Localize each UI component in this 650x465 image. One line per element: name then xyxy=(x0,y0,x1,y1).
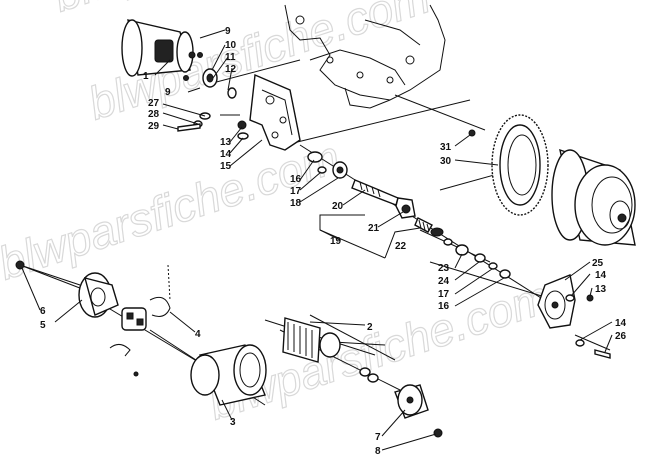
clutch-drum xyxy=(551,148,636,246)
callout-label: 6 xyxy=(40,306,46,317)
brush-end-assembly xyxy=(15,260,171,377)
watermark-text: blwparsfiche.com xyxy=(0,130,346,289)
callout-label: 14 xyxy=(615,318,627,329)
callout-label: 14 xyxy=(220,149,232,160)
mounting-bracket xyxy=(249,73,301,151)
drive-washers xyxy=(430,227,511,279)
callout-label: 22 xyxy=(395,241,407,252)
callout-label: 17 xyxy=(438,289,450,300)
callout-label: 19 xyxy=(330,236,342,247)
watermark-layer: blwparsfiche.com blwparsfiche.com blwpar… xyxy=(0,0,557,430)
callout-label: 25 xyxy=(592,258,604,269)
engine-block xyxy=(284,4,446,109)
callout-label: 13 xyxy=(220,137,232,148)
callout-label: 17 xyxy=(290,186,302,197)
callout-label: 1 xyxy=(143,71,149,82)
callout-label: 29 xyxy=(148,121,160,132)
field-frame-housing xyxy=(190,344,267,406)
bracket-hardware xyxy=(177,112,249,140)
callout-label: 16 xyxy=(438,301,450,312)
callout-label: 26 xyxy=(615,331,627,342)
callout-label: 3 xyxy=(230,417,236,428)
leader-lines xyxy=(21,29,613,451)
callout-label: 21 xyxy=(368,223,380,234)
callout-label: 10 xyxy=(225,40,237,51)
callout-label: 30 xyxy=(440,156,452,167)
callout-label: 8 xyxy=(375,446,381,457)
callout-label: 12 xyxy=(225,64,237,75)
callout-label: 2 xyxy=(367,322,373,333)
callout-label: 11 xyxy=(225,52,236,63)
callout-label: 28 xyxy=(148,109,160,120)
callout-label: 16 xyxy=(290,174,302,185)
callout-label: 7 xyxy=(375,432,381,443)
callout-label: 15 xyxy=(220,161,232,172)
callout-label: 14 xyxy=(595,270,607,281)
callout-label: 4 xyxy=(195,329,201,340)
callout-label: 9 xyxy=(165,87,171,98)
callout-label: 13 xyxy=(595,284,607,295)
callout-label: 23 xyxy=(438,263,450,274)
callout-labels: 1 2 3 4 5 6 7 8 9 9 10 11 12 13 13 14 14… xyxy=(40,26,627,457)
callout-label: 9 xyxy=(225,26,231,37)
end-housing xyxy=(537,274,611,359)
callout-label: 24 xyxy=(438,276,450,287)
armature xyxy=(264,317,379,383)
callout-label: 20 xyxy=(332,201,344,212)
drive-end-plate xyxy=(394,384,443,438)
callout-label: 18 xyxy=(290,198,302,209)
starter-motor-assembly xyxy=(121,19,237,99)
callout-label: 5 xyxy=(40,320,46,331)
callout-label: 31 xyxy=(440,142,452,153)
ring-gear xyxy=(468,114,549,216)
callout-label: 27 xyxy=(148,98,160,109)
